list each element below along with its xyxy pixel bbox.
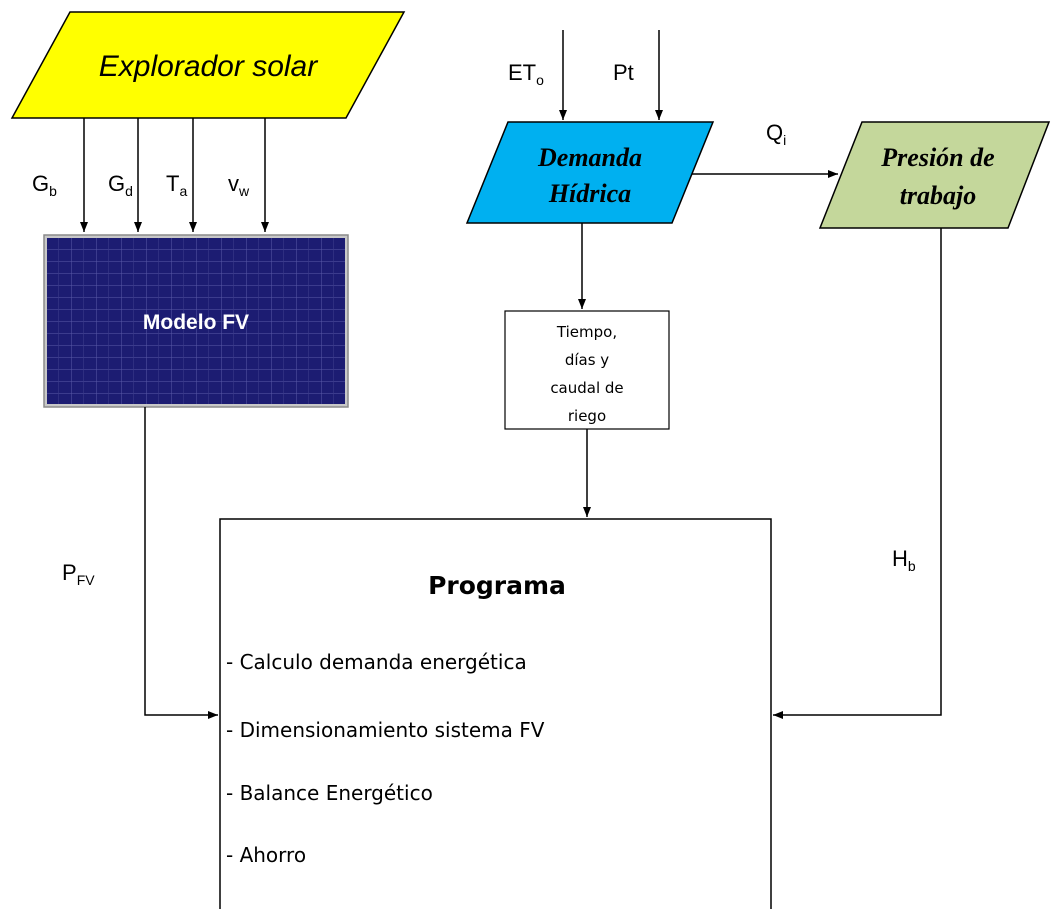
programa-item-4: - Ahorro (226, 843, 306, 867)
programa-node: Programa - Calculo demanda energética - … (219, 518, 772, 909)
edge-label-pfv: PFV (62, 560, 95, 588)
presion-trabajo-line1: Presión de (880, 143, 994, 172)
explorador-solar-node: Explorador solar (10, 11, 406, 119)
tiempo-line-3: caudal de (550, 379, 623, 397)
edge-label-pt: Pt (613, 60, 634, 85)
demanda-hidrica-shape (465, 121, 715, 224)
programa-item-2: - Dimensionamiento sistema FV (226, 718, 545, 742)
demanda-hidrica-line1: Demanda (537, 143, 642, 172)
edge-label-qi: Qi (766, 120, 786, 148)
tiempo-box-shape (504, 310, 670, 430)
edge-label-hb: Hb (892, 546, 916, 574)
programa-box-shape (219, 518, 772, 909)
demanda-hidrica-line2: Hídrica (548, 179, 631, 208)
programa-item-3: - Balance Energético (226, 781, 433, 805)
edge-label-gd: Gd (108, 171, 133, 199)
programa-item-1: - Calculo demanda energética (226, 650, 527, 674)
edge-label-vw: vw (228, 171, 250, 199)
programa-title: Programa (428, 571, 566, 600)
tiempo-box-node: Tiempo, días y caudal de riego (504, 310, 670, 430)
tiempo-line-2: días y (565, 351, 609, 369)
modelo-fv-node: Modelo FV (43, 234, 349, 408)
explorador-solar-shape (10, 11, 406, 119)
edge-label-eto: ETo (508, 60, 544, 88)
tiempo-line-4: riego (568, 407, 606, 425)
arrow-hb (773, 228, 942, 719)
modelo-fv-label: Modelo FV (143, 311, 249, 334)
presion-trabajo-node: Presión de trabajo (818, 121, 1051, 229)
edge-label-ta: Ta (166, 171, 187, 199)
presion-trabajo-line2: trabajo (900, 181, 977, 210)
edge-label-gb: Gb (32, 171, 57, 199)
tiempo-line-1: Tiempo, (556, 323, 617, 341)
pv-panel-cells (47, 238, 345, 404)
presion-trabajo-shape (818, 121, 1051, 229)
demanda-hidrica-node: Demanda Hídrica (465, 121, 715, 224)
explorador-solar-label: Explorador solar (99, 50, 318, 83)
arrow-pfv (144, 407, 218, 719)
